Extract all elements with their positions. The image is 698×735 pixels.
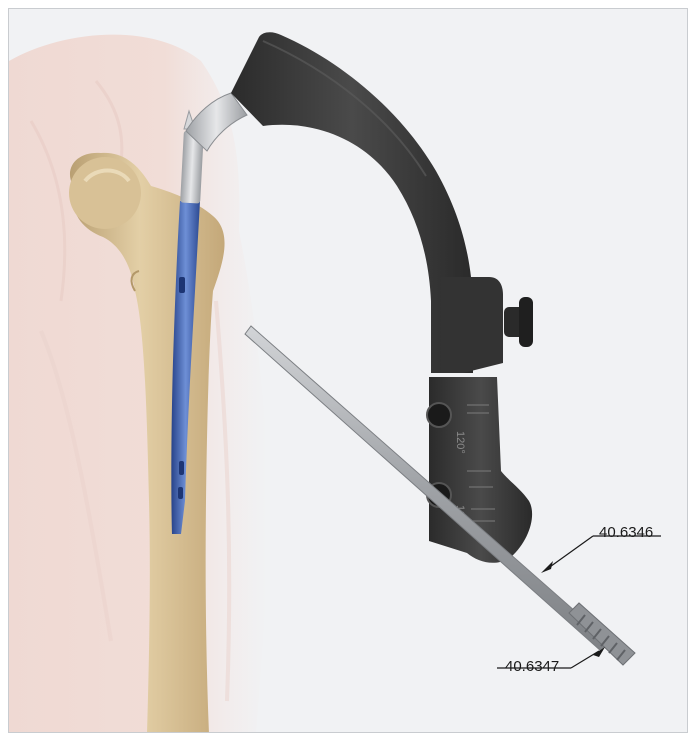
- surgical-illustration: 120° 130°: [9, 9, 688, 733]
- illustration-frame: 120° 130° 40.6346: [8, 8, 688, 733]
- angle-marking-120: 120°: [454, 431, 466, 454]
- callout-label-40-6347: 40.6347: [505, 658, 559, 675]
- callout-label-40-6346: 40.6346: [599, 524, 653, 541]
- thigh-silhouette: [9, 35, 269, 733]
